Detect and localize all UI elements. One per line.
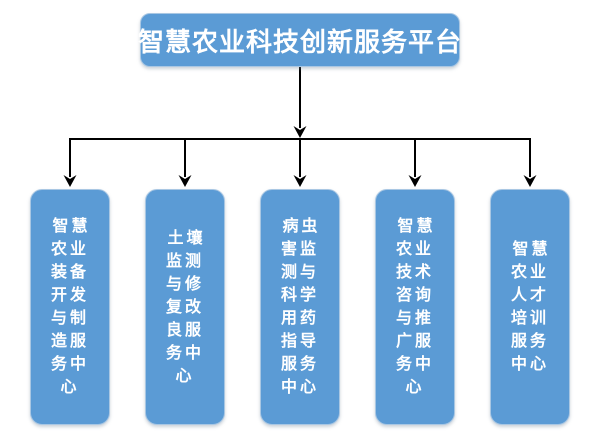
child-node-talent-center: 智慧 农业 人才 培训 服务 中心 [490, 189, 570, 425]
root-node-platform: 智慧农业科技创新服务平台 [138, 13, 461, 67]
arrowhead-drop-3-icon [293, 175, 307, 187]
arrowhead-drop-1-icon [63, 175, 77, 187]
child-node-pest-center: 病虫 害监 测与 科学 用药 指导 服务 中心 [260, 189, 340, 425]
child-node-soil-center: 土壤 监测 与修 复改 良服 务中 心 [145, 189, 225, 425]
arrowhead-drop-4-icon [408, 175, 422, 187]
arrowhead-drop-2-icon [178, 175, 192, 187]
child-node-equipment-center: 智慧 农业 装备 开发 与制 造服 务中 心 [30, 189, 110, 425]
arrowhead-trunk-icon [293, 126, 307, 138]
arrowhead-drop-5-icon [523, 175, 537, 187]
child-node-consulting-center: 智慧 农业 技术 咨询 与推 广服 务中 心 [375, 189, 455, 425]
